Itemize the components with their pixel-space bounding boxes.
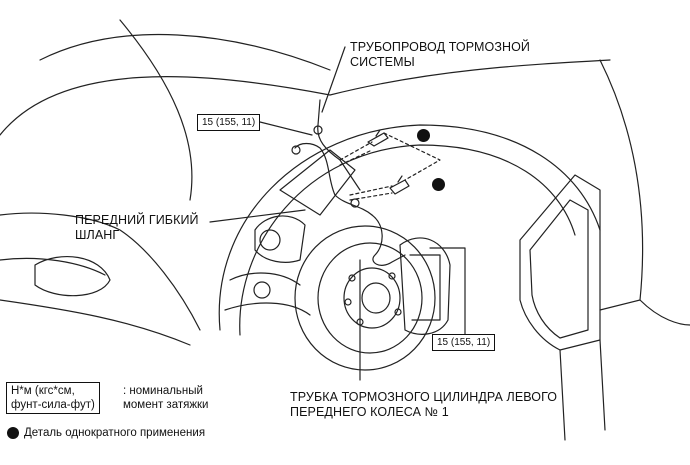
brake-line-main bbox=[317, 99, 361, 191]
non-reusable-marker-lower bbox=[432, 178, 445, 191]
non-reusable-marker-upper bbox=[417, 129, 430, 142]
body-panel-line bbox=[119, 19, 193, 201]
clip-upper bbox=[367, 129, 389, 147]
leader-torque-upper bbox=[259, 121, 313, 136]
flex-hose bbox=[334, 194, 373, 216]
torque-unit-line2: фунт-сила-фут) bbox=[11, 399, 95, 411]
front-skirt bbox=[0, 299, 191, 346]
flex-hose-label: ПЕРЕДНИЙ ГИБКИЙ ШЛАНГ bbox=[75, 213, 199, 243]
clip-lower bbox=[389, 175, 410, 195]
strut-body bbox=[279, 149, 356, 216]
cylinder-tube-label-line1: ТРУБКА ТОРМОЗНОГО ЦИЛИНДРА ЛЕВОГО bbox=[290, 390, 558, 404]
torque-box-lower: 15 (155, 11) bbox=[432, 334, 496, 351]
cylinder-tube-label-line2: ПЕРЕДНЕГО КОЛЕСА № 1 bbox=[290, 405, 449, 419]
torque-box-upper: 15 (155, 11) bbox=[197, 114, 261, 131]
bumper-lower bbox=[0, 257, 106, 276]
non-reusable-legend: Деталь однократного применения bbox=[24, 427, 206, 439]
mud-flap-outline bbox=[519, 174, 601, 351]
leader-flex-hose bbox=[209, 209, 306, 223]
lamp-outline bbox=[34, 256, 111, 297]
bumper-outline bbox=[0, 212, 201, 331]
torque-unit-description: : номинальный момент затяжки bbox=[123, 384, 208, 412]
caliper-tube bbox=[371, 214, 406, 266]
cylinder-tube-label: ТРУБКА ТОРМОЗНОГО ЦИЛИНДРА ЛЕВОГО ПЕРЕДН… bbox=[290, 390, 557, 420]
brake-line-label: ТРУБОПРОВОД ТОРМОЗНОЙ СИСТЕМЫ bbox=[350, 40, 530, 70]
hub bbox=[343, 267, 401, 329]
wheel-arch-inner bbox=[218, 124, 601, 331]
rear-body-line bbox=[639, 299, 690, 326]
leader-torque-lower bbox=[429, 247, 466, 335]
hood-outline bbox=[39, 33, 331, 71]
wheel-arch-outer bbox=[239, 144, 576, 336]
brake-rotor bbox=[294, 225, 436, 371]
flex-hose-label-line1: ПЕРЕДНИЙ ГИБКИЙ bbox=[75, 213, 199, 227]
fender-edge bbox=[599, 59, 644, 311]
brake-line-label-line2: СИСТЕМЫ bbox=[350, 55, 415, 69]
legend-bullet-icon bbox=[7, 427, 19, 439]
fender-top-outline bbox=[0, 59, 611, 136]
torque-unit-desc-line2: момент затяжки bbox=[123, 399, 209, 411]
torque-unit-desc-line1: : номинальный bbox=[123, 385, 203, 397]
brake-line-label-line1: ТРУБОПРОВОД ТОРМОЗНОЙ bbox=[350, 40, 531, 54]
torque-unit-line1: Н*м (кгс*см, bbox=[11, 385, 75, 397]
torque-unit-legend-box: Н*м (кгс*см, фунт-сила-фут) bbox=[6, 382, 100, 414]
flex-hose-label-line2: ШЛАНГ bbox=[75, 228, 120, 242]
brake-caliper bbox=[399, 237, 451, 335]
leader-brake-line bbox=[321, 46, 346, 113]
